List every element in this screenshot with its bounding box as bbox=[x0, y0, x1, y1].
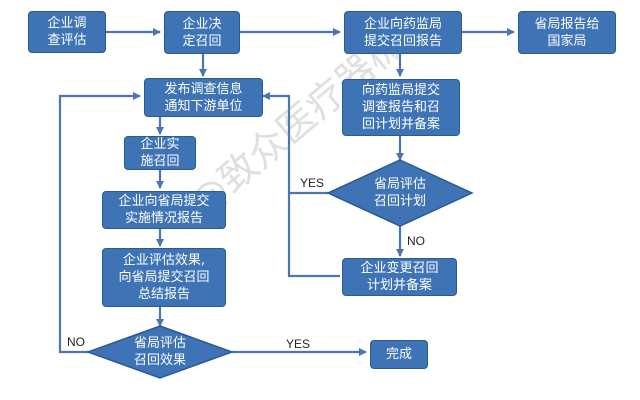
label-yes-plan: YES bbox=[300, 176, 325, 190]
node-submit-report-label: 企业向药监局 提交召回报告 bbox=[363, 16, 442, 49]
node-done-label: 完成 bbox=[385, 347, 412, 362]
arrow-change-plan-return bbox=[287, 193, 340, 278]
node-change-plan-label: 企业变更召回 计划并备案 bbox=[360, 261, 439, 293]
node-impl-report-label: 企业向省局提交 实施情况报告 bbox=[118, 194, 210, 226]
arrow-effect-eval-no-publish bbox=[58, 92, 141, 354]
node-submit-plan: 向药监局提交 调查报告和召 回计划并备案 bbox=[342, 79, 460, 136]
node-assess: 企业调 查评估 bbox=[28, 11, 106, 53]
node-assess-label: 企业调 查评估 bbox=[47, 16, 87, 48]
decision-plan-eval-shape bbox=[326, 159, 474, 227]
decision-effect-eval-shape bbox=[85, 325, 235, 379]
node-implement: 企业实 施召回 bbox=[124, 136, 196, 170]
label-yes-effect: YES bbox=[286, 337, 311, 351]
node-evaluate: 企业评估效果, 向省局提交召回 总结报告 bbox=[102, 248, 226, 307]
decision-plan-eval-label: 省局评估 召回计划 bbox=[373, 177, 426, 209]
node-done: 完成 bbox=[370, 340, 428, 369]
label-no-effect: NO bbox=[67, 335, 85, 349]
arrow-plan-eval-yes-publish bbox=[262, 92, 328, 195]
node-decide: 企业决 定召回 bbox=[164, 11, 240, 54]
decision-effect-eval-label: 省局评估 召回效果 bbox=[133, 336, 186, 368]
label-no-plan: NO bbox=[407, 234, 425, 248]
node-report-state-label: 省局报告给 国家局 bbox=[534, 16, 600, 49]
node-report-state: 省局报告给 国家局 bbox=[518, 11, 616, 54]
node-implement-label: 企业实 施召回 bbox=[140, 137, 180, 169]
node-submit-plan-label: 向药监局提交 调查报告和召 回计划并备案 bbox=[361, 83, 440, 132]
node-impl-report: 企业向省局提交 实施情况报告 bbox=[102, 191, 226, 229]
node-evaluate-label: 企业评估效果, 向省局提交召回 总结报告 bbox=[118, 253, 210, 302]
node-change-plan: 企业变更召回 计划并备案 bbox=[342, 258, 457, 296]
node-submit-report: 企业向药监局 提交召回报告 bbox=[344, 11, 462, 54]
node-decide-label: 企业决 定召回 bbox=[182, 16, 222, 49]
node-publish: 发布调查信息 通知下游单位 bbox=[144, 78, 263, 117]
node-publish-label: 发布调查信息 通知下游单位 bbox=[164, 81, 243, 114]
